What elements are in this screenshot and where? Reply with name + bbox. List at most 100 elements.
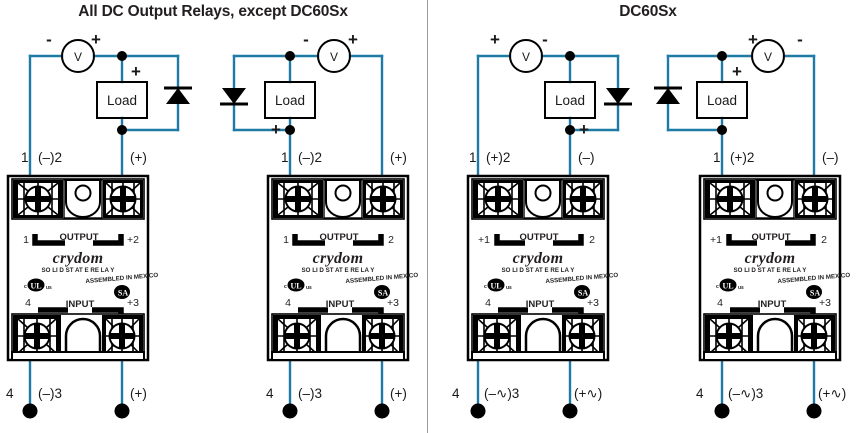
circuit-3-meter-left-sign: + (490, 30, 500, 49)
relay-4-tagline: SO LI D ST AT E RE LA Y (734, 267, 808, 274)
circuit-3-bottom-terminal-3: (–∿)3 (484, 386, 519, 401)
circuit-4-bottom-terminal-plus: (+∿) (818, 386, 846, 401)
circuit-4-voltmeter: V (751, 39, 785, 73)
ul-us-letter: us (506, 285, 512, 291)
ul-c-letter: c (284, 284, 287, 290)
relay-1-tagline: SO LI D ST AT E RE LA Y (42, 267, 116, 274)
circuit-3-load-sign: + (579, 120, 589, 139)
circuit-3-meter-right-sign: - (542, 30, 548, 49)
circuit-1-bottom-terminal-3: (–)3 (38, 386, 62, 401)
circuit-2-top-terminal-3: (+) (390, 150, 407, 165)
circuit-2-bottom-terminal-3: (–)3 (298, 386, 322, 401)
relay-1-out-left-num: 1 (23, 234, 29, 246)
circuit-2-node-bottom (285, 125, 295, 135)
relay-4-output-word: OUTPUT (751, 232, 790, 243)
ul-c-letter: c (484, 284, 487, 290)
circuit-4-top-terminal-1: 1 (713, 150, 721, 165)
circuit-1-node-bottom (117, 125, 127, 135)
relay-3-ul-mark: c UL us (484, 278, 512, 292)
relay-2-in-left-num: 4 (285, 297, 291, 309)
relay-3-out-left-num: +1 (478, 234, 490, 246)
circuit-3-node-bottom (565, 125, 575, 135)
relay-4-out-left-num: +1 (710, 234, 722, 246)
circuit-2-input-node-right (374, 403, 390, 419)
csa-letters: SA (118, 289, 128, 298)
circuit-4-top-terminal-3: (–) (822, 150, 839, 165)
circuit-3-bottom-terminal-plus: (+∿) (574, 386, 602, 401)
csa-letters: SA (378, 289, 388, 298)
relay-3-input-word: INPUT (526, 299, 555, 310)
circuit-4-load: Load (696, 81, 748, 119)
voltmeter-label: V (764, 50, 772, 64)
relay-3-tagline: SO LI D ST AT E RE LA Y (502, 267, 576, 274)
relay-4-in-left-num: 4 (717, 297, 723, 309)
relay-body-3: OUTPUT +1 2 crydom SO LI D ST AT E RE LA… (466, 174, 619, 362)
circuit-4-input-node-right (806, 403, 822, 419)
circuit-4-flyback-diode (654, 86, 682, 104)
circuit-2-voltmeter: V (317, 39, 351, 73)
relay-1-input-word: INPUT (66, 299, 95, 310)
relay-4-in-right-num: +3 (819, 297, 831, 309)
relay-1-in-right-num: +3 (127, 297, 139, 309)
relay-2-csa-mark: SA (374, 285, 390, 299)
circuit-3-bottom-terminal-4: 4 (452, 386, 460, 401)
circuit-2-input-node-left (282, 403, 298, 419)
ul-c-letter: c (716, 284, 719, 290)
load-label: Load (107, 93, 137, 108)
circuit-2-flyback-diode (220, 88, 248, 106)
circuit-3-input-node-left (470, 403, 486, 419)
circuit-2-node-top (285, 51, 295, 61)
circuit-1-meter-right-sign: + (91, 30, 101, 49)
circuit-4-input-node-left (714, 403, 730, 419)
circuit-1-flyback-diode (164, 86, 192, 104)
relay-2-output-word: OUTPUT (319, 232, 358, 243)
load-label: Load (555, 93, 585, 108)
circuit-3-top-terminal-2: (+)2 (486, 150, 510, 165)
circuit-4-load-sign: + (732, 62, 742, 81)
circuit-3-flyback-diode (604, 88, 632, 106)
relay-2-out-left-num: 1 (283, 234, 289, 246)
relay-3-in-left-num: 4 (485, 297, 491, 309)
voltmeter-label: V (330, 50, 338, 64)
circuit-1: V - + Load + 1 (–)2 (+) 4 (–)3 (+) (6, 30, 192, 419)
relay-1-output-word: OUTPUT (59, 232, 98, 243)
voltmeter-label: V (522, 50, 530, 64)
relay-2-in-right-num: +3 (387, 297, 399, 309)
relay-3-csa-mark: SA (574, 285, 590, 299)
relay-3-in-right-num: +3 (587, 297, 599, 309)
circuit-4-node-top (717, 51, 727, 61)
circuit-1-load-sign: + (131, 62, 141, 81)
circuit-2-meter-left-sign: - (303, 30, 309, 49)
circuit-1-bottom-terminal-4: 4 (6, 386, 14, 401)
circuit-3-voltmeter: V (509, 39, 543, 73)
relay-4-ul-mark: c UL us (716, 278, 744, 292)
ul-letters: UL (30, 282, 41, 291)
circuit-3-load: Load (544, 81, 596, 119)
ul-letters: UL (722, 282, 733, 291)
ul-us-letter: us (738, 285, 744, 291)
circuit-3-input-node-right (562, 403, 578, 419)
relay-3-brand: crydom (513, 250, 564, 267)
csa-letters: SA (578, 289, 588, 298)
circuit-4-node-bottom (717, 125, 727, 135)
ul-us-letter: us (306, 285, 312, 291)
circuit-1-bottom-terminal-plus: (+) (130, 386, 147, 401)
circuit-1-top-terminal-3: (+) (130, 150, 147, 165)
circuit-4-bottom-terminal-3: (–∿)3 (728, 386, 763, 401)
relay-2-brand: crydom (313, 250, 364, 267)
circuit-4-top-terminal-2: (+)2 (730, 150, 754, 165)
relay-body-1: OUTPUT 1 +2 crydom SO LI D ST AT E RE LA… (6, 174, 159, 362)
load-label: Load (275, 93, 305, 108)
ul-c-letter: c (24, 284, 27, 290)
relay-3-output-word: OUTPUT (519, 232, 558, 243)
relay-2-tagline: SO LI D ST AT E RE LA Y (302, 267, 376, 274)
relay-1-csa-mark: SA (114, 285, 130, 299)
circuit-4-meter-left-sign: + (748, 30, 758, 49)
load-label: Load (707, 93, 737, 108)
circuit-1-top-terminal-1: 1 (21, 150, 29, 165)
circuit-1-input-node-left (22, 403, 38, 419)
circuit-2-bottom-terminal-4: 4 (266, 386, 274, 401)
ul-us-letter: us (46, 285, 52, 291)
circuit-3-top-terminal-1: 1 (469, 150, 477, 165)
